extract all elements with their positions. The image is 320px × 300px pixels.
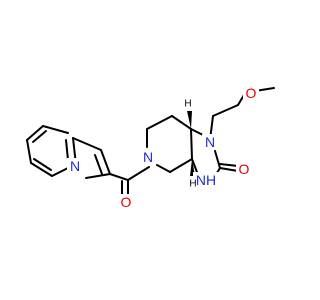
bond <box>190 128 193 160</box>
atom-n-pyridine: N <box>70 158 80 174</box>
atom-labels: N N O N NH O O H H <box>67 85 259 210</box>
bond <box>85 173 111 179</box>
molecule-structure: N N O N NH O O H H <box>26 85 275 210</box>
wedge-bond <box>190 159 195 176</box>
bond <box>42 125 69 134</box>
bond <box>30 162 53 177</box>
bond <box>212 104 239 117</box>
bond <box>214 150 221 169</box>
bond <box>72 137 102 151</box>
bonds <box>26 87 275 197</box>
bond <box>169 158 193 173</box>
atom-n1: N <box>205 134 215 150</box>
bond <box>127 166 150 181</box>
atom-n3h: NH <box>196 172 216 188</box>
stereo-h-bottom: H <box>189 179 196 190</box>
bond <box>219 167 239 172</box>
bond <box>26 125 44 141</box>
bond <box>32 130 47 143</box>
stereo-h-top: H <box>184 99 191 110</box>
atom-o-urea: O <box>239 161 250 177</box>
atom-n-amide: N <box>143 149 153 165</box>
bond <box>26 139 32 164</box>
bond <box>100 149 111 175</box>
bond <box>109 173 129 181</box>
bond <box>171 115 192 130</box>
bond <box>65 139 69 161</box>
bond <box>33 158 52 171</box>
bond <box>94 154 103 175</box>
bond <box>146 115 173 130</box>
atom-o-ether: O <box>246 85 257 101</box>
wedge-bond <box>187 111 192 129</box>
atom-o-carbonyl: O <box>121 194 132 210</box>
stereo-wedges <box>187 111 195 176</box>
bond <box>219 163 239 167</box>
bond <box>51 167 69 177</box>
bond <box>156 164 171 173</box>
